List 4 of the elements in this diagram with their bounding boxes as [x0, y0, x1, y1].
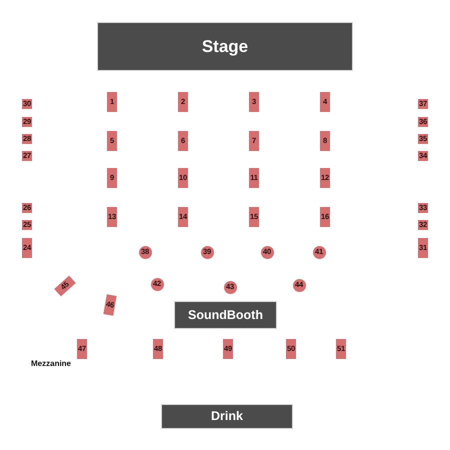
stage-block: Stage	[97, 22, 353, 71]
bar-block: Drink	[161, 404, 293, 429]
sound-booth-block: SoundBooth	[174, 301, 277, 329]
area-label: Mezzanine	[31, 360, 72, 368]
